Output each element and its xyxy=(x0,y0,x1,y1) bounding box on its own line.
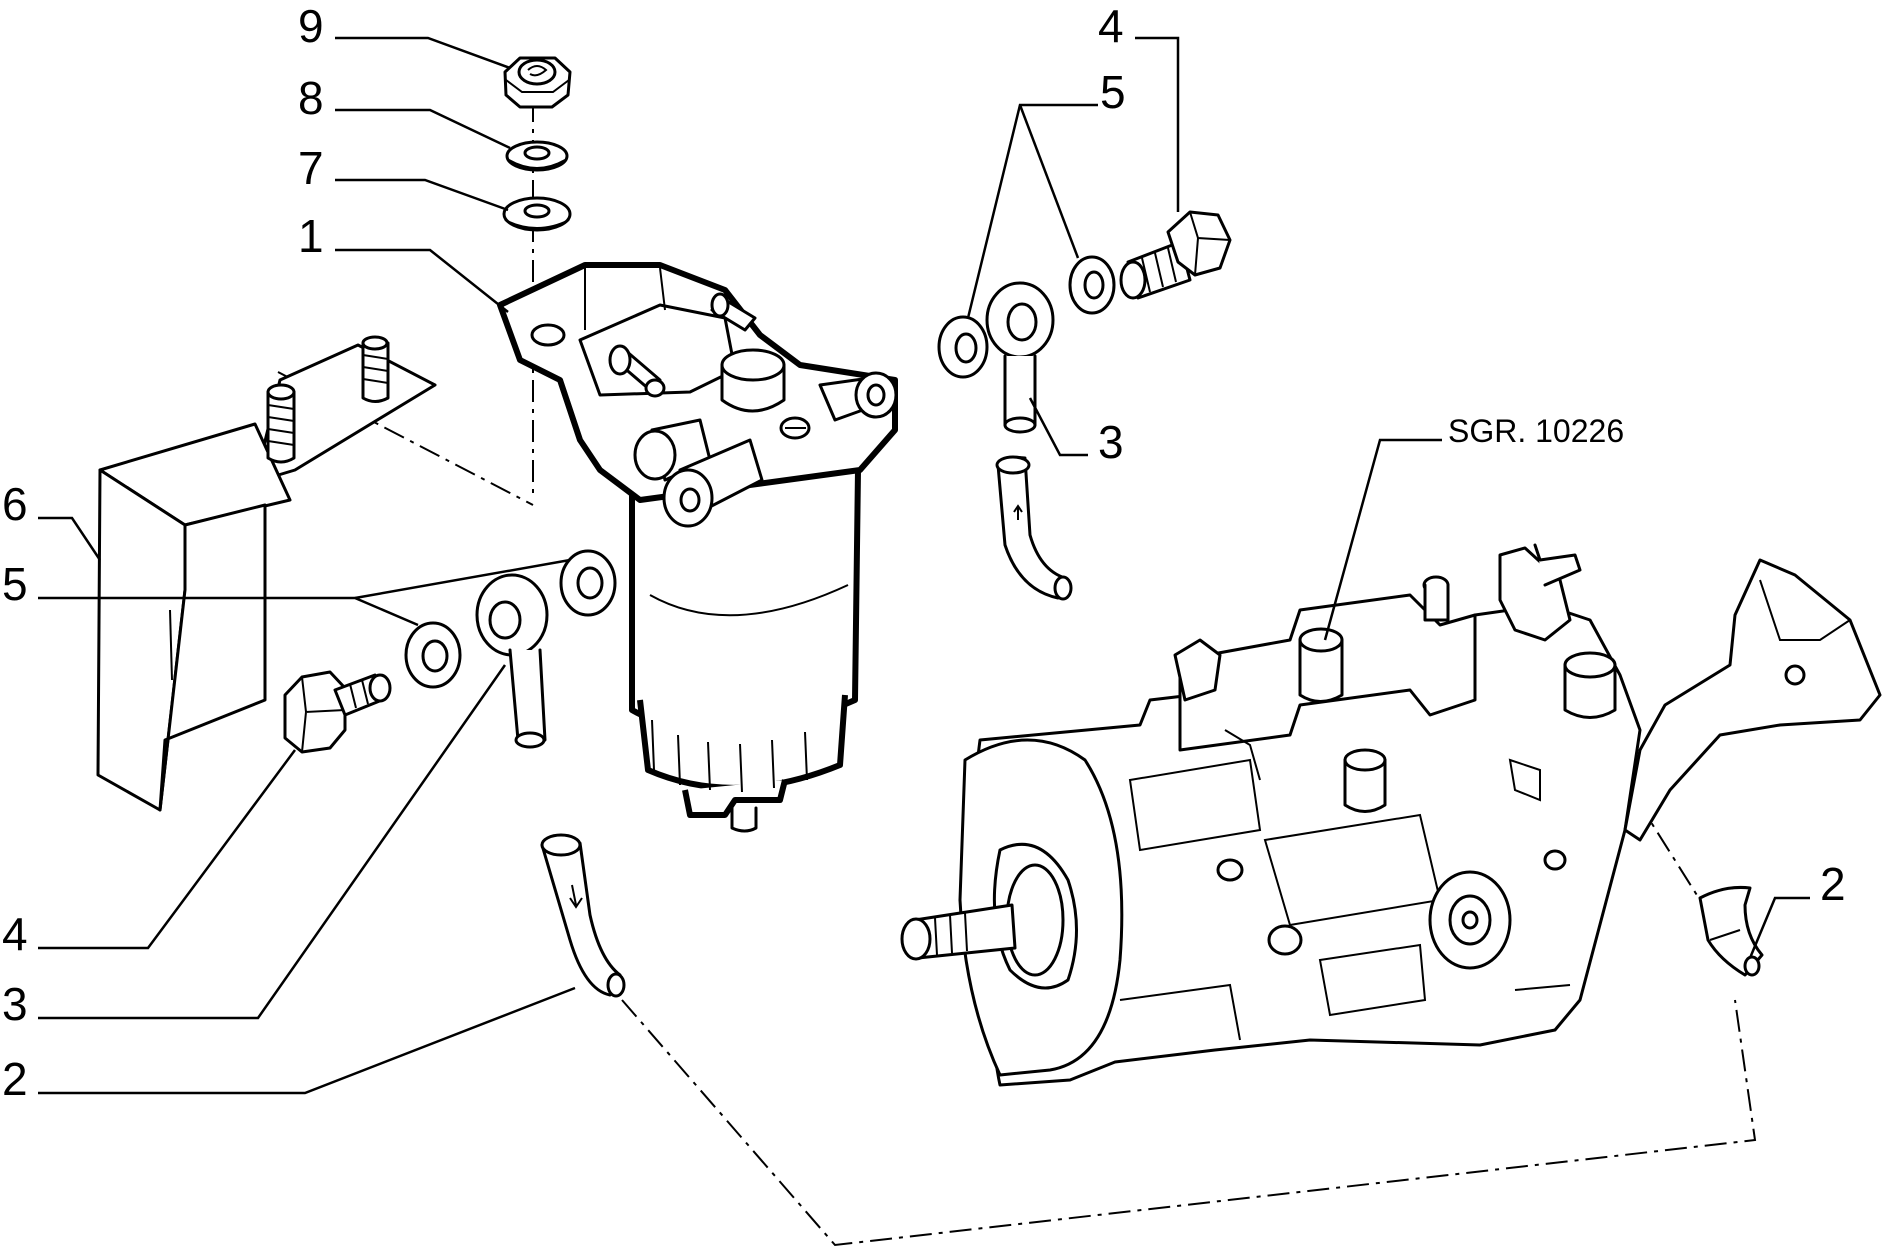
leader-1 xyxy=(335,248,509,313)
leader-5-left-b xyxy=(354,558,571,600)
nut-icon xyxy=(503,56,572,109)
callout-9: 9 xyxy=(298,0,324,52)
callout-5-right: 5 xyxy=(1100,66,1126,118)
leader-4-right xyxy=(1135,36,1180,212)
callout-6: 6 xyxy=(2,478,28,530)
washer-icon xyxy=(937,255,1116,379)
banjo-fitting-left-icon xyxy=(475,573,549,749)
leader-2-right xyxy=(1748,896,1810,959)
washer-icon xyxy=(404,549,617,689)
leader-lines xyxy=(38,36,1810,1095)
leader-3-right xyxy=(1028,397,1088,457)
flat-washer-icon xyxy=(502,196,572,232)
callout-3-right: 3 xyxy=(1098,416,1124,468)
spring-washer-icon xyxy=(505,140,569,172)
leader-3-left xyxy=(38,664,507,1020)
fuel-filter-icon xyxy=(497,262,898,833)
banjo-bolt-left-icon xyxy=(283,670,392,754)
leader-sgr xyxy=(1323,438,1442,641)
bracket-icon xyxy=(96,335,437,812)
leader-6 xyxy=(38,516,102,561)
callout-8: 8 xyxy=(298,72,324,124)
callout-3-left: 3 xyxy=(2,978,28,1030)
callout-1: 1 xyxy=(298,210,324,262)
banjo-bolt-right-icon xyxy=(1119,210,1232,300)
injection-pump-icon xyxy=(900,543,1882,1087)
banjo-fitting-right-icon xyxy=(985,281,1055,434)
hose-right-icon xyxy=(995,455,1073,601)
callout-7: 7 xyxy=(298,142,324,194)
leader-9 xyxy=(335,36,511,70)
callout-2-right: 2 xyxy=(1820,858,1846,910)
leader-4-left xyxy=(38,749,297,950)
leader-5-right-b xyxy=(1018,104,1080,259)
callout-4-right: 4 xyxy=(1098,0,1124,52)
callout-labels: 9 8 7 1 6 5 4 3 2 4 5 3 2 SGR. 10226 xyxy=(2,0,1846,1105)
leader-8 xyxy=(335,108,511,150)
leader-2-left xyxy=(38,986,576,1095)
callout-5-left: 5 xyxy=(2,558,28,610)
leader-7 xyxy=(335,178,509,212)
hose-icon xyxy=(1698,886,1764,977)
hose-left-icon xyxy=(540,833,626,998)
callout-4-left: 4 xyxy=(2,908,28,960)
callout-2-left: 2 xyxy=(2,1053,28,1105)
drawing-reference: SGR. 10226 xyxy=(1448,413,1624,449)
